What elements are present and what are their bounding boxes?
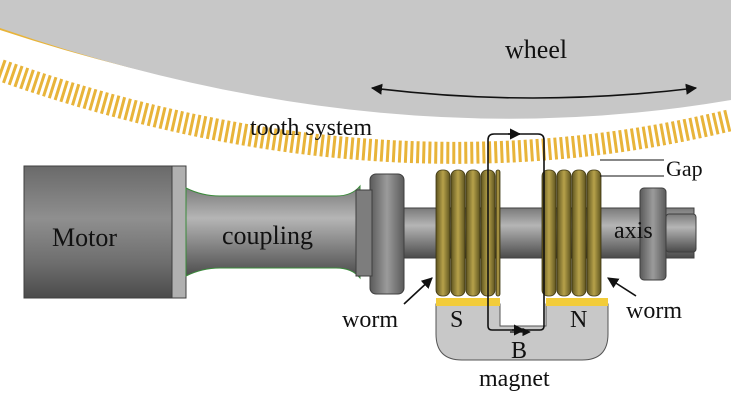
axis-tip — [665, 213, 697, 253]
flange — [369, 173, 405, 295]
motor-label: Motor — [52, 223, 117, 252]
gap-label: Gap — [666, 156, 703, 181]
pole-strip-south — [436, 298, 500, 306]
tooth-system-label: tooth system — [250, 115, 372, 141]
gap-leader — [600, 159, 664, 177]
worm-right-pointer — [607, 277, 637, 297]
motor — [23, 165, 187, 299]
magnet-label: magnet — [479, 366, 550, 392]
worm-left-label: worm — [342, 307, 398, 333]
worm-right — [541, 169, 602, 297]
pole-south-label: S — [450, 307, 463, 333]
coupling — [185, 184, 361, 280]
worm-right-label: worm — [626, 298, 682, 324]
worm-left — [435, 169, 501, 297]
pole-north-label: N — [570, 307, 587, 333]
rotation-arrow — [370, 83, 698, 99]
flux-loop — [487, 133, 545, 331]
worm-left-pointer — [403, 277, 433, 305]
flange-hub — [355, 189, 373, 277]
field-vector-label: B — [511, 338, 527, 364]
wheel-label: wheel — [505, 35, 567, 64]
pole-strip-north — [546, 298, 608, 306]
coupling-label: coupling — [222, 221, 313, 250]
axis-label: axis — [614, 218, 653, 244]
wheel-body — [0, 0, 731, 119]
